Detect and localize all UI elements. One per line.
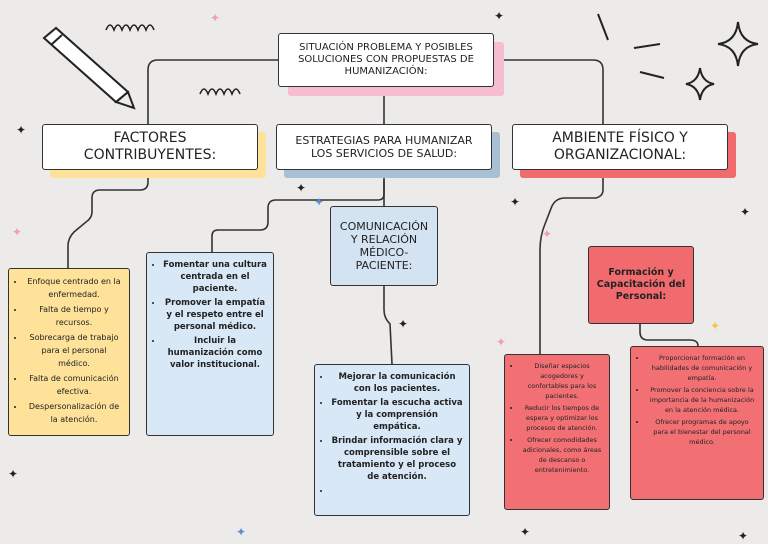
star-icon: ✦ bbox=[510, 195, 521, 209]
ambiente-heading: AMBIENTE FÍSICO Y ORGANIZACIONAL: bbox=[512, 124, 728, 170]
formacion-heading-text: Formación y Capacitación del Personal: bbox=[596, 267, 686, 302]
star-icon: ✦ bbox=[496, 335, 507, 349]
list-item: Mejorar la comunicación con los paciente… bbox=[331, 371, 463, 395]
comunicacion-heading: COMUNICACIÓN Y RELACIÓN MÉDICO-PACIENTE: bbox=[330, 206, 438, 286]
star-icon: ✦ bbox=[494, 9, 505, 23]
map-title: SITUACIÓN PROBLEMA Y POSIBLES SOLUCIONES… bbox=[278, 33, 494, 87]
factores-heading-text: FACTORES CONTRIBUYENTES: bbox=[83, 130, 217, 163]
list-item: Enfoque centrado en la enfermedad. bbox=[25, 275, 123, 301]
map-title-text: SITUACIÓN PROBLEMA Y POSIBLES SOLUCIONES… bbox=[298, 42, 474, 77]
star-icon: ✦ bbox=[16, 123, 27, 137]
list-item: Reducir los tiempos de espera y optimiza… bbox=[521, 403, 603, 433]
formacion-list: Proporcionar formación en habilidades de… bbox=[630, 346, 764, 500]
list-item: Proporcionar formación en habilidades de… bbox=[647, 353, 757, 383]
list-item: Falta de comunicación efectiva. bbox=[25, 372, 123, 398]
star-icon: ✦ bbox=[210, 11, 221, 25]
list-item: Incluir la humanización como valor insti… bbox=[163, 335, 267, 371]
estrategias-list: Fomentar una cultura centrada en el paci… bbox=[146, 252, 274, 436]
list-item: Despersonalización de la atención. bbox=[25, 400, 123, 426]
star-icon: ✦ bbox=[236, 525, 247, 539]
star-icon: ✦ bbox=[710, 319, 721, 333]
comunicacion-heading-text: COMUNICACIÓN Y RELACIÓN MÉDICO-PACIENTE: bbox=[339, 220, 429, 272]
list-item: Sobrecarga de trabajo para el personal m… bbox=[25, 331, 123, 370]
star-icon: ✦ bbox=[296, 181, 307, 195]
star-icon: ✦ bbox=[520, 525, 531, 539]
list-item: Ofrecer comodidades adicionales, como ár… bbox=[521, 435, 603, 475]
list-item: Fomentar una cultura centrada en el paci… bbox=[163, 259, 267, 295]
star-icon: ✦ bbox=[8, 467, 19, 481]
star-icon: ✦ bbox=[12, 225, 23, 239]
estrategias-heading: ESTRATEGIAS PARA HUMANIZAR LOS SERVICIOS… bbox=[276, 124, 492, 170]
star-icon: ✦ bbox=[740, 205, 751, 219]
list-item: Fomentar la escucha activa y la comprens… bbox=[331, 397, 463, 433]
list-item: Promover la empatía y el respeto entre e… bbox=[163, 297, 267, 333]
list-item: Brindar información clara y comprensible… bbox=[331, 435, 463, 483]
star-icon: ✦ bbox=[738, 529, 749, 543]
ambiente-list: Diseñar espacios acogedores y confortabl… bbox=[504, 354, 610, 510]
sparkle-icon bbox=[597, 13, 759, 101]
list-item: Falta de tiempo y recursos. bbox=[25, 303, 123, 329]
list-item bbox=[331, 485, 463, 497]
estrategias-heading-text: ESTRATEGIAS PARA HUMANIZAR LOS SERVICIOS… bbox=[295, 134, 473, 160]
star-icon: ✦ bbox=[398, 317, 409, 331]
star-icon: ✦ bbox=[542, 227, 553, 241]
list-item: Diseñar espacios acogedores y confortabl… bbox=[521, 361, 603, 401]
factores-heading: FACTORES CONTRIBUYENTES: bbox=[42, 124, 258, 170]
factores-list: Enfoque centrado en la enfermedad. Falta… bbox=[8, 268, 130, 436]
list-item: Ofrecer programas de apoyo para el biene… bbox=[647, 417, 757, 447]
pencil-icon bbox=[42, 26, 136, 110]
comunicacion-list: Mejorar la comunicación con los paciente… bbox=[314, 364, 470, 516]
star-icon: ✦ bbox=[314, 195, 325, 209]
list-item: Promover la conciencia sobre la importan… bbox=[647, 385, 757, 415]
ambiente-heading-text: AMBIENTE FÍSICO Y ORGANIZACIONAL: bbox=[552, 130, 688, 163]
formacion-heading: Formación y Capacitación del Personal: bbox=[588, 246, 694, 324]
loop-doodle-icon bbox=[105, 24, 241, 97]
